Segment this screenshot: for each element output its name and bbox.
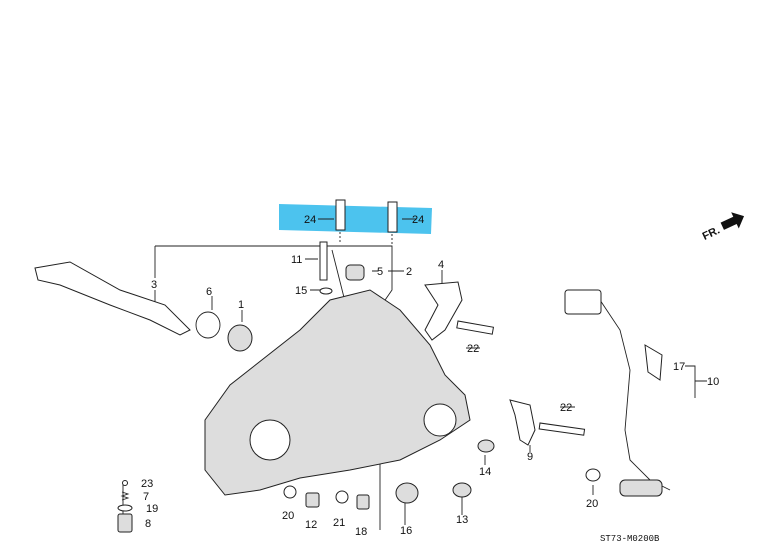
washer-15 [319, 287, 333, 295]
output-bore [423, 403, 457, 437]
bracket-4 [424, 281, 463, 341]
callout-8: 8 [145, 518, 151, 530]
clip-17 [644, 344, 663, 381]
front-direction-arrow: FR. [701, 212, 745, 243]
bolt-18 [356, 494, 370, 510]
stud-bolt-right [387, 201, 398, 246]
callout-17: 17 [673, 361, 685, 373]
bolt-8 [117, 513, 133, 533]
callout-18: 18 [355, 526, 367, 538]
dowel-5 [345, 264, 365, 281]
callout-24: 24 [304, 214, 316, 226]
callout-13: 13 [456, 514, 468, 526]
bracket-9 [509, 399, 536, 446]
callout-20: 20 [586, 498, 598, 510]
ball-23 [122, 480, 128, 486]
oring-20-right [585, 468, 601, 482]
diagram-code: ST73-M0200B [600, 534, 660, 544]
washer-20-left [283, 485, 297, 499]
callout-11: 11 [291, 254, 302, 266]
callout-3: 3 [151, 279, 157, 291]
speed-sensor [619, 479, 663, 497]
washer-21 [335, 490, 349, 504]
housing-bore [249, 419, 291, 461]
sensor-connector [564, 289, 602, 315]
callout-20: 20 [282, 510, 294, 522]
clutch-fork-cover [34, 261, 191, 336]
callout-22: 22 [467, 343, 479, 355]
bolt-22-lower [538, 422, 586, 436]
callout-23: 23 [141, 478, 153, 490]
callout-5: 5 [377, 266, 383, 278]
callout-12: 12 [305, 519, 317, 531]
callout-labels: 24 24 11 5 2 4 3 6 1 15 22 17 10 22 9 14… [141, 214, 719, 538]
plug-14 [477, 439, 495, 453]
callout-4: 4 [438, 259, 444, 271]
callout-2: 2 [406, 266, 412, 278]
bolt-11 [319, 241, 328, 281]
spring-7 [120, 491, 130, 501]
snap-ring [195, 311, 221, 339]
callout-22: 22 [560, 402, 572, 414]
callout-21: 21 [333, 517, 345, 529]
callout-9: 9 [527, 451, 533, 463]
callout-19: 19 [146, 503, 158, 515]
callout-16: 16 [400, 525, 412, 537]
stud-bolt-left [335, 199, 346, 244]
bolt-22-upper [456, 320, 495, 335]
callout-6: 6 [206, 286, 212, 298]
seal-13 [452, 482, 472, 498]
callout-1: 1 [238, 299, 244, 311]
callout-10: 10 [707, 376, 719, 388]
callout-7: 7 [143, 491, 149, 503]
fr-label: FR. [701, 224, 722, 242]
washer-19 [117, 504, 133, 512]
callout-15: 15 [295, 285, 307, 297]
callout-24: 24 [412, 214, 424, 226]
speed-sensor-harness [599, 299, 671, 491]
callout-14: 14 [479, 466, 491, 478]
seal-plate [227, 324, 253, 352]
plug-12 [305, 492, 320, 508]
oil-seal-16 [395, 482, 419, 504]
